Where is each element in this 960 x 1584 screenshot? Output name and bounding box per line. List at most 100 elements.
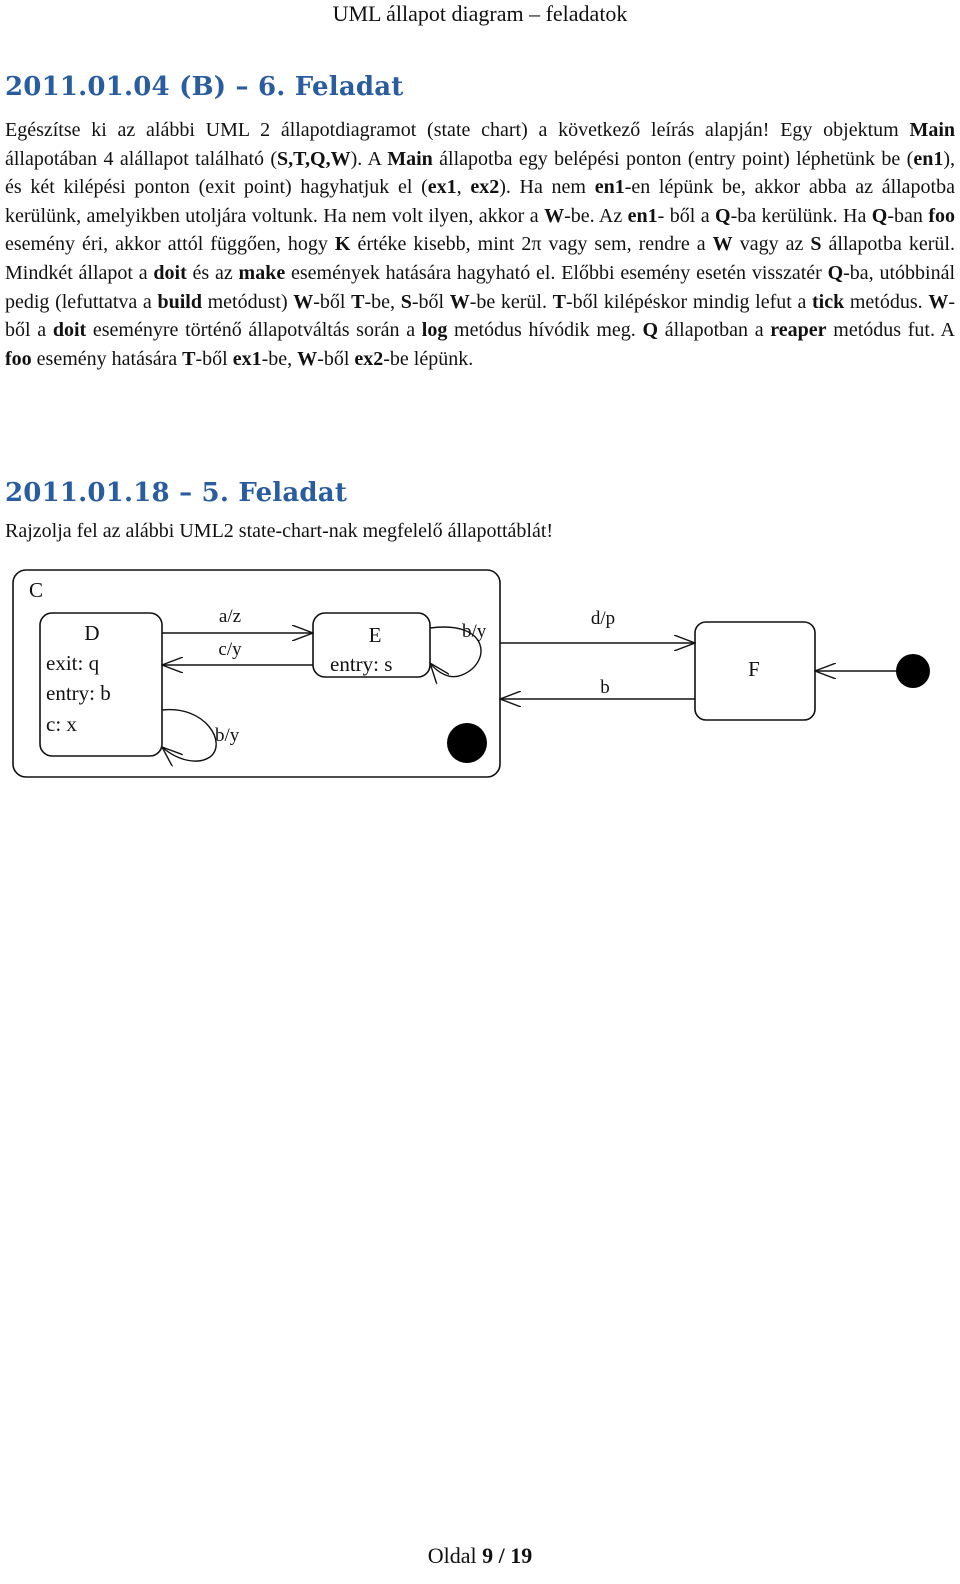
paragraph-text: -ből a [5,290,955,342]
bold-term: doit [52,319,87,342]
state-e-name: E [369,623,382,647]
paragraph-text: eseményre történő állapotváltás során a [86,319,422,342]
state-c-label: C [29,578,43,602]
paragraph-text: -ből [317,347,355,370]
paragraph-text: -ban [887,204,929,227]
task2-heading: 2011.01.18 – 5. Feladat [5,478,348,508]
bold-term: W [293,290,314,313]
state-f-name: F [748,657,760,681]
bold-term: W [928,290,949,313]
bold-term: tick [812,290,845,313]
paragraph-text: -be, [261,347,298,370]
bold-term: Main [909,119,955,141]
paragraph-text: Egészítse ki az alábbi UML 2 állapotdiag… [5,119,910,141]
bold-term: W [544,204,565,227]
paragraph-text: -be. Az [564,204,628,227]
bold-term: en1 [627,204,658,227]
page-footer: Oldal 9 / 19 [0,1543,960,1569]
transition-d-to-e-label: a/z [219,606,241,627]
bold-term: W [297,347,318,370]
transition-e-to-d-label: c/y [218,639,242,660]
transition-c-to-f-label: d/p [591,608,615,629]
paragraph-text: - ből a [657,204,716,227]
bold-term: ex1 [427,176,457,199]
bold-term: W [449,290,470,313]
paragraph-text: állapotba kerül. Mindkét állapot a [5,233,955,284]
paragraph-text: ), és két kilépési ponton (exit point) h… [5,147,955,199]
bold-term: foo [928,204,955,227]
transition-d-self [162,708,217,762]
paragraph-text: események hatására hagyható el. Előbbi e… [285,261,828,284]
state-d-line-3: c: x [46,712,77,736]
task2-paragraph: Rajzolja fel az alábbi UML2 state-chart-… [5,520,554,542]
paragraph-text: értéke kisebb, mint 2π vagy sem, rendre … [350,233,713,256]
bold-term: doit [153,261,187,284]
bold-term: T [351,290,365,313]
bold-term: make [238,261,286,284]
transition-e-self [430,626,482,677]
state-chart-diagram: C D exit: q entry: b c: x E entry: s a/z… [12,569,930,778]
bold-term: S [810,233,822,256]
bold-term: ex1 [232,347,262,370]
bold-term: W [712,233,733,256]
paragraph-text: -ből [313,290,352,313]
paragraph-text: -ből [411,290,450,313]
task1-heading: 2011.01.04 (B) – 6. Feladat [5,72,404,102]
paragraph-text: állapotában 4 alállapot található ( [5,147,278,170]
state-e-box [312,612,431,678]
paragraph-text: esemény hatására [31,347,183,370]
footer-page-number: 9 [482,1543,494,1568]
paragraph-text: -ből kilépéskor mindig lefut a [565,290,812,313]
paragraph-text: ). A [350,147,388,170]
paragraph-text: -be kerül. [469,290,553,313]
paragraph-text: ). Ha nem [499,176,595,199]
paragraph-text: -ba kerülünk. Ha [730,204,872,227]
transition-d-self-label: b/y [215,725,240,746]
footer-separator: / [493,1543,511,1568]
bold-term: S,T,Q,W [277,147,351,170]
running-header: UML állapot diagram – feladatok [332,1,628,26]
final-state-dot [447,723,487,763]
bold-term: Q [871,204,888,227]
paragraph-text: metódus. [844,290,929,313]
paragraph-text: metódus fut. A [826,319,955,342]
bold-term: Q [827,261,844,284]
bold-term: en1 [594,176,625,199]
bold-term: foo [5,347,32,370]
bold-term: Q [642,319,659,342]
bold-term: T [182,347,196,370]
paragraph-text: -en lépünk be, akkor abba az állapotba k… [5,176,955,227]
footer-prefix: Oldal [427,1543,483,1568]
bold-term: T [552,290,566,313]
state-d-line-2: entry: b [46,681,111,705]
paragraph-text: vagy az [732,233,811,256]
transition-e-self-label: b/y [462,621,487,642]
paragraph-text: metódus hívódik meg. [447,319,643,342]
initial-state-dot [896,654,930,688]
bold-term: reaper [770,319,827,342]
bold-term: log [421,319,448,342]
bold-term: ex2 [470,176,500,199]
bold-term: en1 [913,147,944,170]
task1-paragraph: Egészítse ki az alábbi UML 2 állapotdiag… [5,116,955,373]
bold-term: ex2 [354,347,384,370]
bold-term: K [334,233,351,256]
paragraph-text: -ből [195,347,233,370]
transition-f-to-c-label: b [600,677,610,698]
state-d-line-1: exit: q [46,651,100,675]
paragraph-text: és az [186,261,239,284]
bold-term: S [400,290,412,313]
paragraph-text: metódust) [201,290,294,313]
state-d-name: D [84,621,99,645]
bold-term: Main [387,147,433,170]
state-e-line-1: entry: s [330,652,392,676]
paragraph-text: -ba, utóbbinál pedig (lefuttatva a [5,261,956,313]
footer-total-pages: 19 [510,1543,533,1568]
paragraph-text: , [456,176,471,199]
bold-term: Q [715,204,731,227]
paragraph-text: esemény éri, akkor attól függően, hogy [5,233,335,256]
paragraph-text: állapotban a [658,319,771,342]
paragraph-text: állapotba egy belépési ponton (entry poi… [432,147,914,170]
paragraph-text: -be, [364,290,401,313]
state-d-box [39,612,163,757]
